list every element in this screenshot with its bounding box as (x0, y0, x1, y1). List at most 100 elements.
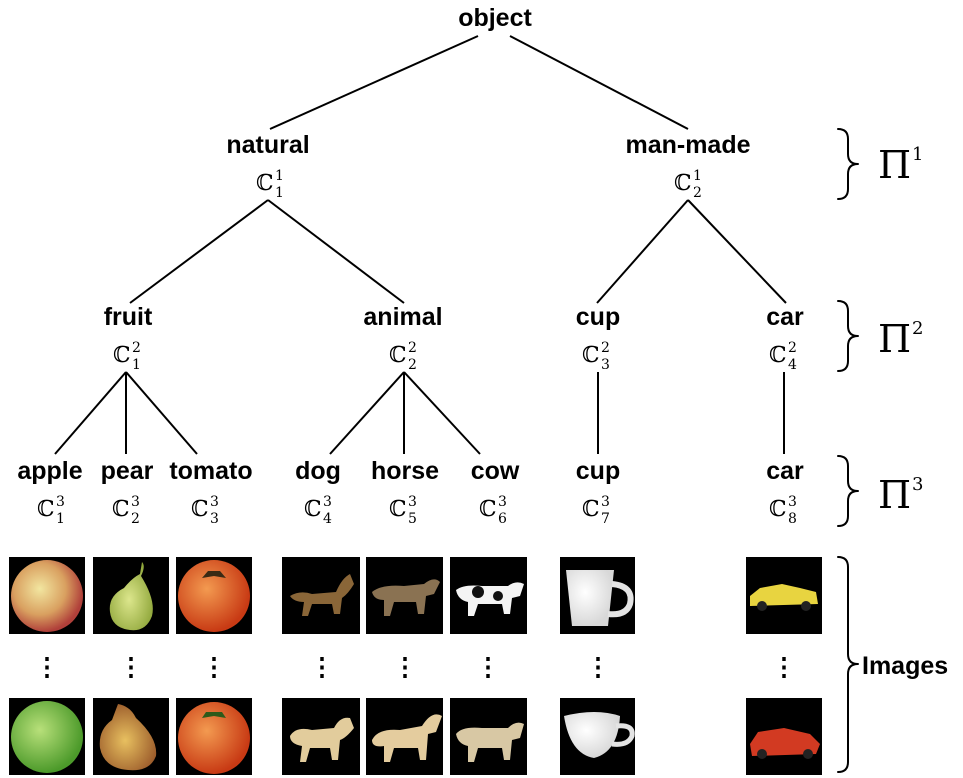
node-label: car (766, 303, 804, 331)
partition-symbol: Π (878, 143, 911, 187)
node-natural: natural ℂ 1 1 (226, 131, 309, 201)
pear-photo (93, 698, 169, 775)
node-symbol-subscript: 3 (601, 357, 610, 373)
ellipsis: ⋮ (310, 653, 335, 681)
node-symbol-superscript: 2 (408, 340, 417, 356)
node-label: tomato (169, 457, 252, 485)
node-symbol-superscript: 2 (601, 340, 610, 356)
car-photo (746, 698, 822, 775)
node-car-l2: car ℂ 2 4 (766, 303, 804, 373)
dog-photo (282, 698, 360, 775)
node-cow: cow ℂ 3 6 (471, 457, 520, 527)
partition-superscript: 2 (912, 318, 923, 339)
partition-brace-3: Π 3 (838, 456, 923, 526)
node-animal: animal ℂ 2 2 (363, 303, 442, 373)
node-symbol: ℂ (769, 497, 787, 522)
node-symbol-superscript: 3 (56, 494, 65, 510)
node-label: dog (295, 457, 341, 485)
node-pear: pear ℂ 3 2 (101, 457, 154, 527)
horse-photo (366, 557, 443, 634)
node-apple: apple ℂ 3 1 (17, 457, 82, 527)
node-symbol-superscript: 3 (498, 494, 507, 510)
node-symbol: ℂ (256, 171, 274, 196)
node-symbol-subscript: 2 (408, 357, 417, 373)
apple-photo (9, 557, 85, 634)
node-man-made: man-made ℂ 1 2 (625, 131, 750, 201)
partition-superscript: 1 (912, 144, 923, 165)
node-label: man-made (625, 131, 750, 159)
node-symbol-superscript: 1 (693, 168, 702, 184)
node-symbol: ℂ (674, 171, 692, 196)
node-label: cup (576, 457, 620, 485)
node-symbol-superscript: 3 (323, 494, 332, 510)
node-cup-l2: cup ℂ 2 3 (576, 303, 620, 373)
images-label: Images (862, 652, 948, 680)
car-photo (746, 557, 822, 634)
node-symbol: ℂ (112, 497, 130, 522)
node-label: apple (17, 457, 82, 485)
partition-brace-1: Π 1 (838, 129, 923, 199)
ellipsis: ⋮ (202, 653, 227, 681)
ellipsis: ⋮ (119, 653, 144, 681)
node-symbol: ℂ (191, 497, 209, 522)
partition-symbol: Π (878, 317, 911, 361)
node-symbol-subscript: 1 (56, 511, 65, 527)
node-symbol-subscript: 7 (601, 511, 610, 527)
images-brace: Images (838, 557, 948, 772)
cup-photo (560, 557, 635, 634)
node-label: cup (576, 303, 620, 331)
cup-photo (560, 698, 635, 775)
node-fruit: fruit ℂ 2 1 (104, 303, 153, 373)
node-label: car (766, 457, 804, 485)
image-row-top (9, 557, 822, 634)
node-symbol-subscript: 2 (131, 511, 140, 527)
pear-photo (93, 557, 169, 634)
node-symbol: ℂ (389, 497, 407, 522)
node-symbol-subscript: 8 (788, 511, 797, 527)
node-cup-l3: cup ℂ 3 7 (576, 457, 620, 527)
node-label: natural (226, 131, 309, 159)
tree-edges (55, 36, 786, 454)
node-symbol: ℂ (582, 497, 600, 522)
ellipsis: ⋮ (586, 653, 611, 681)
node-label: cow (471, 457, 520, 485)
cow-photo (450, 698, 527, 775)
node-symbol: ℂ (389, 343, 407, 368)
ellipsis: ⋮ (772, 653, 797, 681)
node-tomato: tomato ℂ 3 3 (169, 457, 252, 527)
node-symbol-superscript: 3 (408, 494, 417, 510)
node-car-l3: car ℂ 3 8 (766, 457, 804, 527)
node-root-label: object (458, 4, 532, 32)
ellipsis: ⋮ (393, 653, 418, 681)
node-symbol: ℂ (113, 343, 131, 368)
ellipsis-row: ⋮ ⋮ ⋮ ⋮ ⋮ ⋮ ⋮ ⋮ (35, 653, 797, 681)
node-symbol: ℂ (479, 497, 497, 522)
node-symbol-subscript: 3 (210, 511, 219, 527)
node-symbol-subscript: 4 (788, 357, 797, 373)
cow-photo (450, 557, 527, 634)
node-symbol-subscript: 6 (498, 511, 507, 527)
node-label: animal (363, 303, 442, 331)
node-symbol: ℂ (304, 497, 322, 522)
partition-superscript: 3 (912, 474, 923, 495)
node-label: fruit (104, 303, 153, 331)
node-symbol-subscript: 2 (693, 185, 702, 201)
node-symbol-subscript: 5 (408, 511, 417, 527)
horse-photo (366, 698, 443, 775)
node-horse: horse ℂ 3 5 (371, 457, 439, 527)
ellipsis: ⋮ (35, 653, 60, 681)
node-symbol-superscript: 3 (601, 494, 610, 510)
apple-photo (9, 698, 85, 775)
node-symbol-subscript: 1 (132, 357, 141, 373)
node-symbol-superscript: 2 (132, 340, 141, 356)
node-symbol: ℂ (769, 343, 787, 368)
node-symbol-subscript: 4 (323, 511, 332, 527)
partition-symbol: Π (878, 473, 911, 517)
node-dog: dog ℂ 3 4 (295, 457, 341, 527)
node-symbol: ℂ (582, 343, 600, 368)
node-label: pear (101, 457, 154, 485)
ellipsis: ⋮ (476, 653, 501, 681)
node-symbol-superscript: 3 (788, 494, 797, 510)
partition-brace-2: Π 2 (838, 301, 923, 371)
